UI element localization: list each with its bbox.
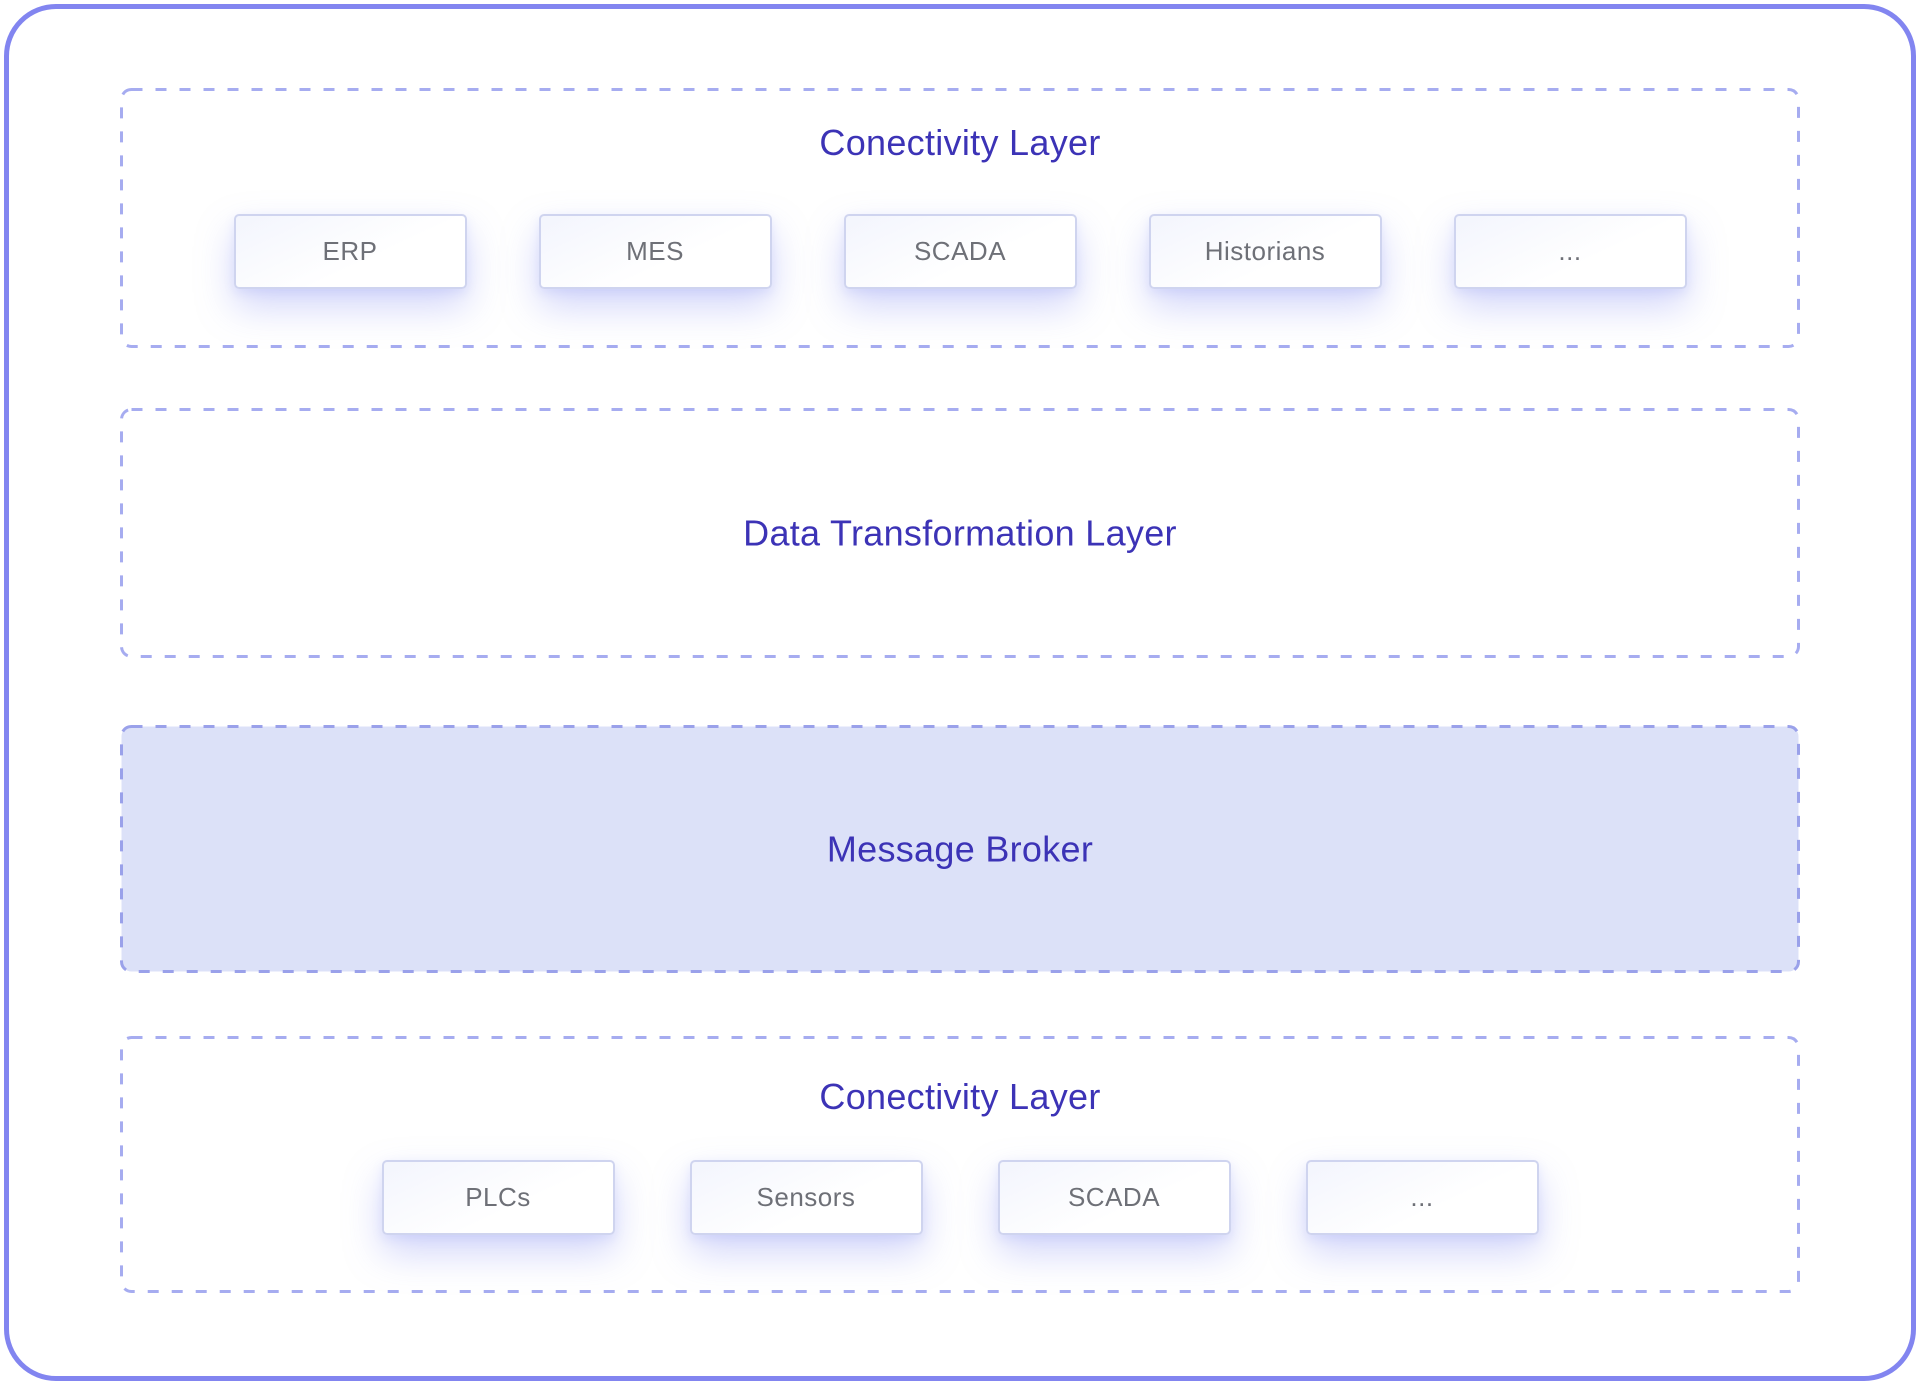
node-scada-top: SCADA [843,214,1077,289]
node-plcs: PLCs [381,1160,615,1235]
node-row-top: ERP MES SCADA Historians ... [120,214,1800,289]
layer-connectivity-top: Conectivity Layer ERP MES SCADA Historia… [120,88,1800,348]
layer-title-connectivity-top: Conectivity Layer [819,122,1101,163]
node-sensors: Sensors [689,1160,923,1235]
layer-message-broker: Message Broker [120,725,1800,973]
dashed-border [120,408,1800,658]
layer-title-connectivity-bottom: Conectivity Layer [819,1076,1101,1117]
node-row-bottom: PLCs Sensors SCADA ... [120,1160,1800,1235]
layer-data-transformation: Data Transformation Layer [120,408,1800,658]
node-mes: MES [538,214,772,289]
node-scada-bottom: SCADA [997,1160,1231,1235]
node-ellipsis-bottom: ... [1305,1160,1539,1235]
outer-frame [4,4,1916,1381]
layer-title-message-broker: Message Broker [826,828,1094,870]
node-historians: Historians [1148,214,1382,289]
dashed-border-filled [120,725,1800,973]
node-ellipsis-top: ... [1453,214,1687,289]
layer-title-data-transformation: Data Transformation Layer [743,512,1177,554]
layer-connectivity-bottom: Conectivity Layer PLCs Sensors SCADA ... [120,1036,1800,1293]
node-erp: ERP [233,214,467,289]
